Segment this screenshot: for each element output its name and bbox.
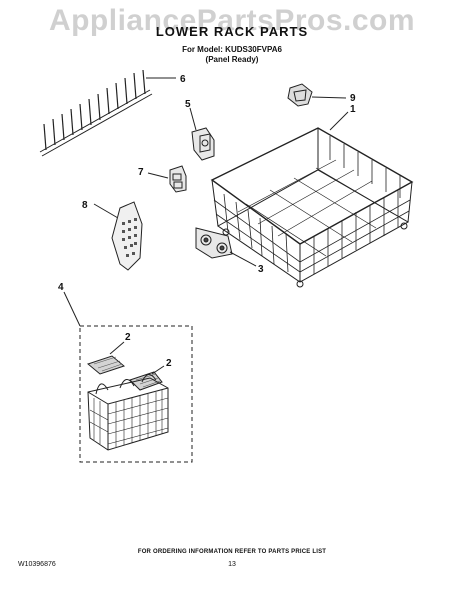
callout-2-upper: 2 bbox=[125, 332, 131, 343]
wheel-assembly-part-3 bbox=[195, 227, 257, 267]
watermark: AppliancePartsPros.com bbox=[48, 4, 416, 37]
roller-clip-part-5 bbox=[189, 107, 215, 161]
model-subtitle: For Model: KUDS30FVPA6 (Panel Ready) bbox=[0, 45, 464, 65]
callout-8: 8 bbox=[82, 200, 88, 211]
bracket-part-9 bbox=[287, 83, 347, 107]
tine-row-part-6 bbox=[39, 69, 176, 157]
callout-2-lower: 2 bbox=[166, 358, 172, 369]
clip-part-7 bbox=[147, 165, 187, 193]
callout-6: 6 bbox=[180, 74, 186, 85]
page-number: 13 bbox=[228, 561, 236, 568]
lower-rack-part-1 bbox=[210, 111, 414, 288]
callout-9: 9 bbox=[350, 93, 356, 104]
document-number: W10396876 bbox=[18, 561, 56, 568]
callout-1: 1 bbox=[350, 104, 356, 115]
panel-line: (Panel Ready) bbox=[205, 55, 259, 64]
silverware-basket-part-4 bbox=[63, 291, 193, 463]
ordering-note: FOR ORDERING INFORMATION REFER TO PARTS … bbox=[137, 549, 327, 555]
callout-4: 4 bbox=[58, 282, 64, 293]
callout-7: 7 bbox=[138, 167, 144, 178]
callout-3: 3 bbox=[258, 264, 264, 275]
page-title: LOWER RACK PARTS bbox=[155, 24, 309, 39]
callout-5: 5 bbox=[185, 99, 191, 110]
cutlery-insert-part-8 bbox=[93, 201, 143, 271]
model-line: For Model: KUDS30FVPA6 bbox=[182, 45, 282, 54]
